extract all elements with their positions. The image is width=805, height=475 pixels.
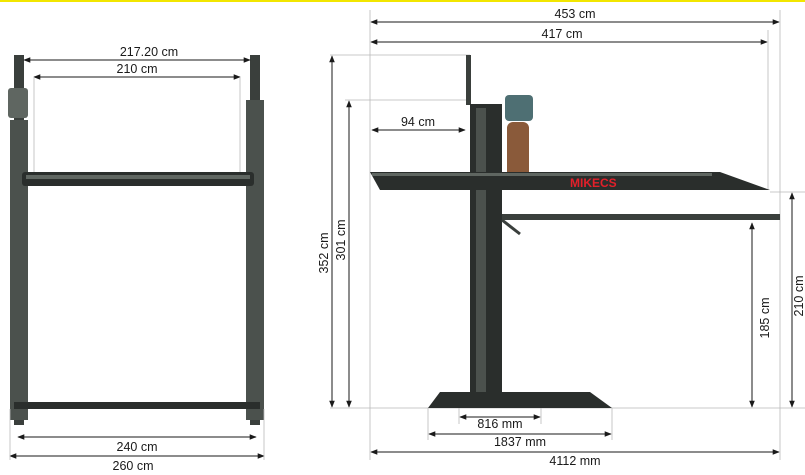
oil-tank-icon	[507, 122, 529, 182]
front-view: 217.20 cm 210 cm 240 cm 260 cm	[8, 45, 265, 473]
lower-arm-brace	[501, 218, 521, 236]
dim-label-post-inner: 210 cm	[117, 62, 158, 76]
upper-platform	[370, 172, 770, 190]
front-platform-highlight	[26, 175, 250, 179]
right-post-sleeve	[246, 100, 264, 420]
dim-label-lower-clearance: 185 cm	[758, 298, 772, 339]
dim-label-column-width: 816 mm	[477, 417, 522, 431]
dim-label-base-outer: 260 cm	[113, 459, 154, 473]
dim-label-platform-height: 210 cm	[792, 276, 805, 317]
brand-logo: MIKECS	[570, 176, 617, 190]
top-post	[466, 55, 471, 105]
motor-icon	[505, 95, 533, 121]
top-accent-rule	[0, 0, 805, 2]
dim-label-overall-length: 4112 mm	[549, 454, 600, 468]
dim-label-total-length: 453 cm	[555, 7, 596, 21]
dim-label-total-height: 352 cm	[317, 233, 331, 274]
lower-arm	[502, 214, 780, 220]
base-plate	[428, 392, 612, 408]
front-base-beam	[14, 402, 260, 409]
dim-label-platform-length: 417 cm	[542, 27, 583, 41]
column-groove	[476, 108, 486, 404]
upper-platform-highlight	[372, 173, 712, 176]
left-motor-icon	[8, 88, 28, 118]
dim-label-base-inner: 240 cm	[117, 440, 158, 454]
dim-label-column-offset: 94 cm	[401, 115, 435, 129]
dim-label-post-outer: 217.20 cm	[120, 45, 178, 59]
dim-label-base-width: 1837 mm	[494, 435, 546, 449]
dim-label-column-height: 301 cm	[334, 220, 348, 261]
side-view: MIKECS 453 cm 417 cm 94 cm 352 cm 301 cm…	[317, 7, 805, 468]
left-post-sleeve	[10, 120, 28, 420]
